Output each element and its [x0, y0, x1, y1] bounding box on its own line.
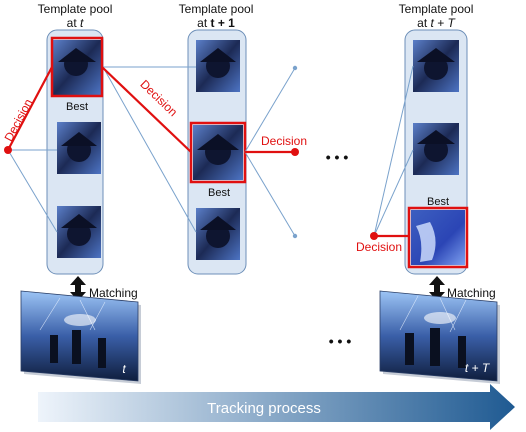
- video-frame-t: t: [20, 290, 141, 384]
- tracking-process-arrow: Tracking process: [38, 384, 515, 430]
- frame-label: t: [122, 362, 126, 376]
- template-image: [196, 208, 240, 260]
- template-pool-t-plus-T: Template pool at t + T Best: [399, 2, 474, 275]
- matching-arrow: Matching: [70, 276, 138, 301]
- ellipsis: • • •: [329, 333, 352, 349]
- decision-label: Decision: [356, 240, 402, 254]
- best-highlight: [407, 206, 469, 269]
- ellipsis: • • •: [326, 149, 349, 165]
- template-image: [57, 206, 101, 258]
- template-image-best: [50, 36, 104, 98]
- decision-label: Decision: [261, 134, 307, 148]
- template-pool-t: Template pool at t Best: [38, 2, 113, 275]
- video-frame-t-plus-T: t + T: [379, 290, 500, 384]
- matching-arrow: Matching: [429, 276, 496, 301]
- decision-label: Decision: [1, 97, 35, 144]
- template-image-best: [189, 121, 247, 184]
- pool-time: at t + T: [417, 16, 456, 30]
- decision-nodes: [4, 146, 378, 240]
- best-label: Best: [66, 101, 88, 113]
- best-label: Best: [427, 196, 449, 208]
- frame-label: t + T: [465, 361, 491, 375]
- pool-title: Template pool: [399, 2, 474, 16]
- template-image: [57, 122, 101, 174]
- matching-label: Matching: [89, 286, 138, 300]
- decision-label: Decision: [137, 77, 180, 119]
- connector-endpoints: [292, 65, 298, 239]
- pool-time: at t: [67, 16, 84, 30]
- decision-paths: [7, 66, 409, 238]
- pool-time: at t + 1: [197, 16, 235, 30]
- matching-label: Matching: [447, 286, 496, 300]
- best-label: Best: [208, 187, 230, 199]
- template-pool-t-plus-1: Template pool at t + 1 Best: [179, 2, 254, 275]
- template-image: [413, 40, 459, 92]
- template-image: [413, 123, 459, 175]
- pool-title: Template pool: [38, 2, 113, 16]
- pool-title: Template pool: [179, 2, 254, 16]
- tracking-process-label: Tracking process: [207, 400, 321, 417]
- template-image-best: [407, 206, 469, 269]
- template-image: [196, 40, 240, 92]
- candidate-connectors: [7, 65, 414, 237]
